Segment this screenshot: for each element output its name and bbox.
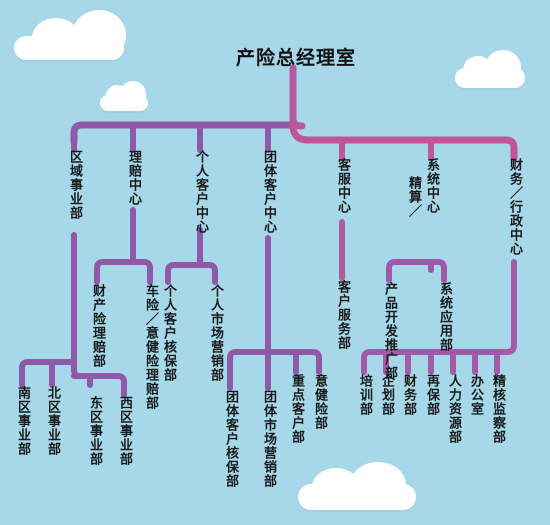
branch-line [386, 259, 434, 283]
sub-west-region: 西区事业部 [117, 396, 132, 466]
branch-line [361, 259, 517, 375]
sub-property-claims: 财产险理赔部 [90, 284, 105, 368]
sub-key-clients: 重点客户部 [289, 374, 304, 444]
dept-customer-service: 客服中心 [335, 158, 350, 214]
trunk-line [289, 64, 306, 130]
sub-health-insurance: 意健险部 [312, 374, 327, 430]
sub-group-underwriting: 团体客户核保部 [223, 390, 238, 488]
cloud-decoration [298, 462, 416, 510]
sub-system-apps: 系统应用部 [437, 282, 452, 352]
sub-auto-health-claims: 车险／意健险理赔部 [143, 284, 158, 410]
sub-product-dev: 产品开发推广部 [382, 282, 397, 380]
cloud-decoration [455, 50, 525, 88]
sub-audit: 精核监察部 [490, 374, 505, 444]
sub-personal-marketing: 个人市场营销部 [208, 284, 223, 382]
sub-planning: 企划部 [379, 374, 394, 416]
branch-line [71, 373, 127, 398]
dept-regional: 区域事业部 [67, 150, 82, 220]
dept-finance-admin: 财务／行政中心 [507, 158, 522, 256]
sub-east-region: 东区事业部 [87, 396, 102, 466]
sub-office: 办公室 [468, 374, 483, 416]
branch-line [130, 259, 153, 285]
cloud-decoration [14, 10, 126, 60]
branch-line [417, 259, 447, 283]
cloud-decoration [100, 81, 148, 111]
sub-finance: 财务部 [401, 374, 416, 416]
branch-line [165, 227, 203, 285]
dept-personal-client: 个人客户中心 [193, 150, 208, 234]
dept-system-actuarial: 精算／ [406, 176, 421, 218]
org-title: 产险总经理室 [236, 47, 357, 69]
sub-group-marketing: 团体市场营销部 [261, 390, 276, 488]
sub-south-region: 南区事业部 [15, 386, 30, 456]
branch-line [265, 349, 322, 375]
left-bus-line [70, 121, 297, 146]
branch-line [94, 207, 136, 285]
dept-group-client: 团体客户中心 [261, 150, 276, 234]
branch-line [197, 262, 218, 285]
branch-line [227, 235, 271, 391]
sub-north-region: 北区事业部 [45, 386, 60, 456]
branch-line [19, 232, 77, 388]
dept-system: 系统中心 [424, 158, 439, 214]
sub-training: 培训部 [357, 374, 372, 416]
sub-reinsurance: 再保部 [424, 374, 439, 416]
sub-customer-service: 客户服务部 [335, 280, 350, 350]
dept-claims: 理赔中心 [126, 150, 141, 206]
sub-personal-underwriting: 个人客户核保部 [161, 284, 176, 382]
right-bus-line [289, 121, 518, 162]
sub-hr: 人力资源部 [446, 374, 461, 444]
